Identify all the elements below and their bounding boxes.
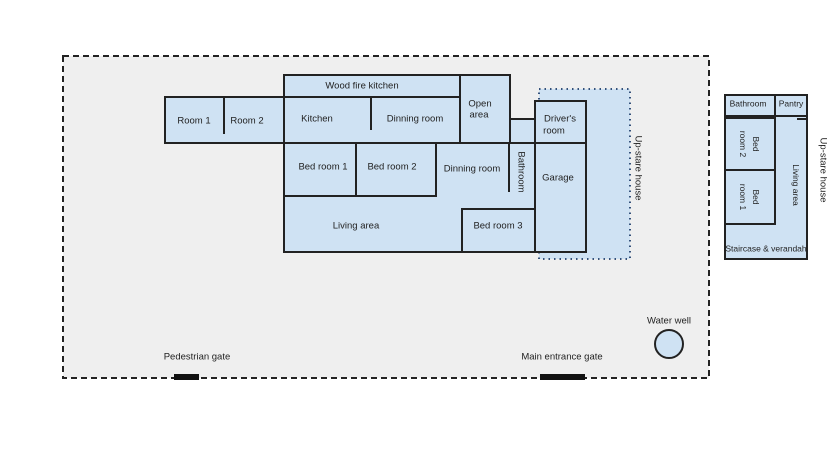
- label-living-area: Living area: [333, 221, 380, 232]
- bed-room-3: [461, 208, 536, 253]
- bed-room-2: [355, 142, 437, 197]
- water-well: [654, 329, 684, 359]
- label-upstare-house: Up-stare house: [632, 136, 643, 201]
- label-kitchen: Kitchen: [301, 114, 333, 125]
- label-main-entrance-gate: Main entrance gate: [521, 352, 602, 363]
- label-room-1: Room 1: [177, 116, 210, 127]
- label-upstairs-bed-room-1: Bed: [751, 189, 761, 204]
- label-upstairs-bed-room-2: Bed: [751, 136, 761, 151]
- open-area: [459, 74, 511, 144]
- upstairs-bed-room-2: [724, 117, 776, 171]
- label-pedestrian-gate: Pedestrian gate: [164, 352, 231, 363]
- label-upstairs-title: Up-stare house: [817, 138, 828, 203]
- label-bed-room-1: Bed room 1: [298, 162, 347, 173]
- pedestrian-gate: [174, 374, 199, 380]
- upstairs-bed-room-1: [724, 169, 776, 225]
- label-wood-fire-kitchen: Wood fire kitchen: [325, 81, 398, 92]
- label-dinning-room: Dinning room: [444, 164, 501, 175]
- label-drivers-room: Driver's: [544, 114, 576, 125]
- passage: [509, 118, 536, 144]
- main-entrance-gate: [540, 374, 585, 380]
- label-garage: Garage: [542, 173, 574, 184]
- label-upstairs-living-area: Living area: [791, 164, 801, 206]
- label-dinning-room-top: Dinning room: [387, 114, 444, 125]
- label-drivers-room: room: [543, 126, 565, 137]
- drivers-room: [534, 100, 587, 144]
- label-upstairs-bed-room-2: room 2: [738, 131, 748, 158]
- label-upstairs-bathroom: Bathroom: [730, 98, 767, 108]
- label-upstairs-pantry: Pantry: [779, 98, 804, 108]
- garage: [534, 142, 587, 253]
- label-water-well: Water well: [647, 316, 691, 327]
- label-staircase-verandah: Staircase & verandah: [725, 243, 807, 253]
- label-open-area: area: [469, 110, 489, 121]
- label-room-2: Room 2: [230, 116, 263, 127]
- label-open-area: Open: [468, 99, 491, 110]
- label-bed-room-3: Bed room 3: [473, 221, 522, 232]
- label-bed-room-2: Bed room 2: [367, 162, 416, 173]
- label-bathroom: Bathroom: [515, 151, 526, 192]
- upstairs-pantry: [774, 94, 808, 117]
- label-upstairs-bed-room-1: room 1: [738, 184, 748, 211]
